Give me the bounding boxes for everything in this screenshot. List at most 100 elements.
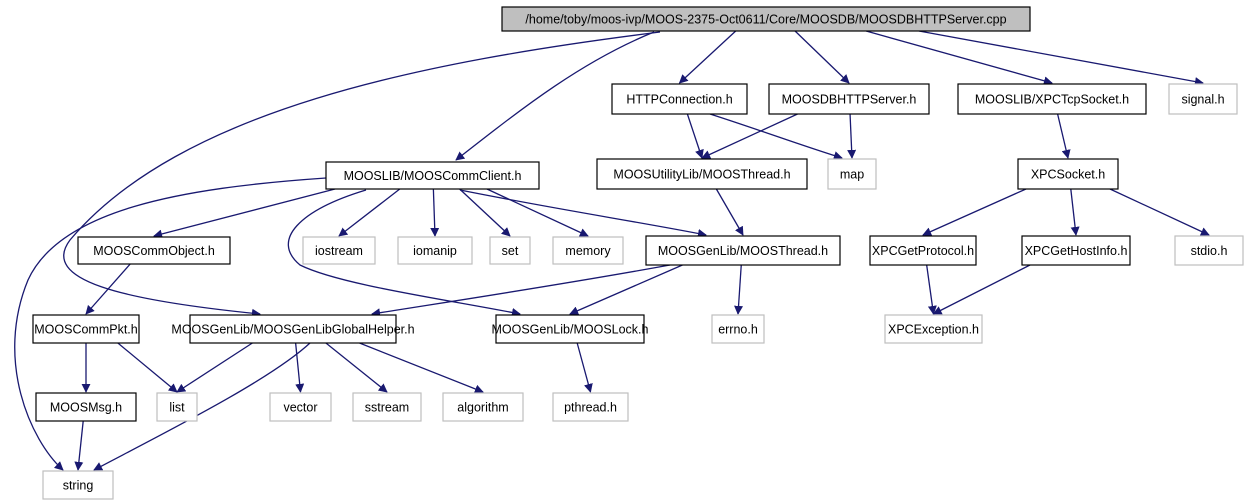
edge-line bbox=[932, 264, 1031, 315]
edge-moosmsg-to-string bbox=[74, 420, 84, 471]
node-xpctcp[interactable]: MOOSLIB/XPCTcpSocket.h bbox=[957, 83, 1147, 115]
node-label: list bbox=[169, 401, 185, 415]
edge-line bbox=[117, 342, 178, 393]
node-label: MOOSLIB/MOOSCommClient.h bbox=[344, 169, 522, 183]
edge-httpconn-to-utilthread bbox=[686, 113, 704, 159]
node-box[interactable] bbox=[1021, 235, 1131, 266]
edge-httpconn-to-map bbox=[709, 113, 843, 160]
edge-line bbox=[371, 264, 671, 318]
node-box[interactable] bbox=[35, 392, 137, 422]
node-box bbox=[827, 158, 877, 190]
edge-line bbox=[486, 188, 589, 237]
edge-line bbox=[709, 113, 843, 160]
edge-root-to-httpconn bbox=[678, 30, 737, 84]
edge-line bbox=[93, 342, 311, 471]
edge-commclient-to-memory bbox=[486, 188, 589, 237]
node-algorithm: algorithm bbox=[442, 392, 524, 422]
node-label: XPCException.h bbox=[888, 323, 979, 337]
node-httpconn[interactable]: HTTPConnection.h bbox=[611, 83, 748, 115]
node-commobject[interactable]: MOOSCommObject.h bbox=[77, 236, 231, 265]
edge-line bbox=[569, 264, 683, 315]
node-moosdbhttp[interactable]: MOOSDBHTTPServer.h bbox=[768, 83, 930, 115]
edge-line bbox=[794, 30, 850, 84]
node-label: XPCSocket.h bbox=[1031, 168, 1105, 182]
edge-genthread-to-mooslock bbox=[569, 264, 683, 315]
edge-line bbox=[686, 113, 704, 159]
node-moosmsg[interactable]: MOOSMsg.h bbox=[35, 392, 137, 422]
node-box[interactable] bbox=[325, 161, 540, 190]
node-signal: signal.h bbox=[1168, 83, 1238, 115]
edge-line bbox=[176, 342, 253, 393]
node-label: set bbox=[502, 244, 519, 258]
edge-xpcsocket-to-getprotocol bbox=[922, 188, 1027, 236]
node-genthread[interactable]: MOOSGenLib/MOOSThread.h bbox=[645, 235, 841, 266]
edge-line bbox=[359, 342, 484, 394]
node-box bbox=[1168, 83, 1238, 115]
node-utilthread[interactable]: MOOSUtilityLib/MOOSThread.h bbox=[596, 158, 808, 190]
node-list: list bbox=[156, 392, 198, 422]
node-box[interactable] bbox=[611, 83, 748, 115]
node-label: iostream bbox=[315, 244, 363, 258]
node-label: sstream bbox=[365, 401, 409, 415]
node-box bbox=[269, 392, 332, 422]
node-label: MOOSGenLib/MOOSThread.h bbox=[658, 244, 828, 258]
node-box[interactable] bbox=[869, 235, 977, 266]
edge-globalhelper-to-sstream bbox=[325, 342, 388, 393]
edge-line bbox=[926, 264, 937, 315]
node-box[interactable] bbox=[1017, 158, 1119, 190]
node-globalhelper[interactable]: MOOSGenLib/MOOSGenLibGlobalHelper.h bbox=[171, 314, 415, 344]
node-vector: vector bbox=[269, 392, 332, 422]
edge-moosdbhttp-to-map bbox=[847, 113, 857, 159]
edge-moosdbhttp-to-utilthread bbox=[701, 113, 798, 159]
edge-line bbox=[455, 31, 655, 161]
edge-line bbox=[715, 188, 744, 236]
nodes-layer: /home/toby/moos-ivp/MOOS-2375-Oct0611/Co… bbox=[32, 6, 1244, 500]
node-label: MOOSGenLib/MOOSGenLibGlobalHelper.h bbox=[171, 323, 414, 337]
node-box bbox=[489, 236, 531, 265]
edge-line bbox=[85, 263, 131, 315]
node-label: MOOSMsg.h bbox=[50, 401, 122, 415]
edge-line bbox=[922, 188, 1027, 236]
edge-commclient-to-mooslock bbox=[287, 189, 521, 317]
node-gethostinfo[interactable]: XPCGetHostInfo.h bbox=[1021, 235, 1131, 266]
node-sstream: sstream bbox=[352, 392, 422, 422]
node-xpcsocket[interactable]: XPCSocket.h bbox=[1017, 158, 1119, 190]
node-box bbox=[442, 392, 524, 422]
edge-xpctcp-to-xpcsocket bbox=[1056, 113, 1071, 159]
node-errno: errno.h bbox=[711, 314, 765, 344]
node-commpkt[interactable]: MOOSCommPkt.h bbox=[32, 314, 140, 344]
node-box[interactable] bbox=[77, 236, 231, 265]
edge-line bbox=[847, 113, 857, 159]
node-box bbox=[156, 392, 198, 422]
edge-line bbox=[1056, 113, 1071, 159]
node-root: /home/toby/moos-ivp/MOOS-2375-Oct0611/Co… bbox=[501, 6, 1031, 32]
edge-line bbox=[1070, 188, 1080, 236]
node-box bbox=[552, 392, 629, 422]
node-getprotocol[interactable]: XPCGetProtocol.h bbox=[869, 235, 977, 266]
node-box[interactable] bbox=[32, 314, 140, 344]
node-box[interactable] bbox=[768, 83, 930, 115]
edge-root-to-commclient bbox=[455, 31, 655, 161]
node-label: iomanip bbox=[413, 244, 457, 258]
edge-line bbox=[74, 420, 84, 471]
node-box bbox=[42, 470, 114, 500]
edge-globalhelper-to-list bbox=[176, 342, 253, 393]
node-box[interactable] bbox=[596, 158, 808, 190]
node-commclient[interactable]: MOOSLIB/MOOSCommClient.h bbox=[325, 161, 540, 190]
node-mooslock[interactable]: MOOSGenLib/MOOSLock.h bbox=[491, 314, 649, 344]
edges-layer bbox=[14, 30, 1210, 471]
node-box[interactable] bbox=[495, 314, 645, 344]
edge-line bbox=[865, 30, 1053, 86]
edge-root-to-moosdbhttp bbox=[794, 30, 850, 84]
node-box[interactable] bbox=[957, 83, 1147, 115]
edge-line bbox=[678, 30, 737, 84]
node-label: /home/toby/moos-ivp/MOOS-2375-Oct0611/Co… bbox=[525, 13, 1006, 27]
node-box[interactable] bbox=[189, 314, 397, 344]
node-label: pthread.h bbox=[564, 401, 617, 415]
node-label: HTTPConnection.h bbox=[626, 93, 732, 107]
edge-xpcsocket-to-stdio bbox=[1109, 188, 1210, 236]
edge-genthread-to-globalhelper bbox=[371, 264, 671, 318]
node-label: stdio.h bbox=[1191, 244, 1228, 258]
node-box[interactable] bbox=[645, 235, 841, 266]
